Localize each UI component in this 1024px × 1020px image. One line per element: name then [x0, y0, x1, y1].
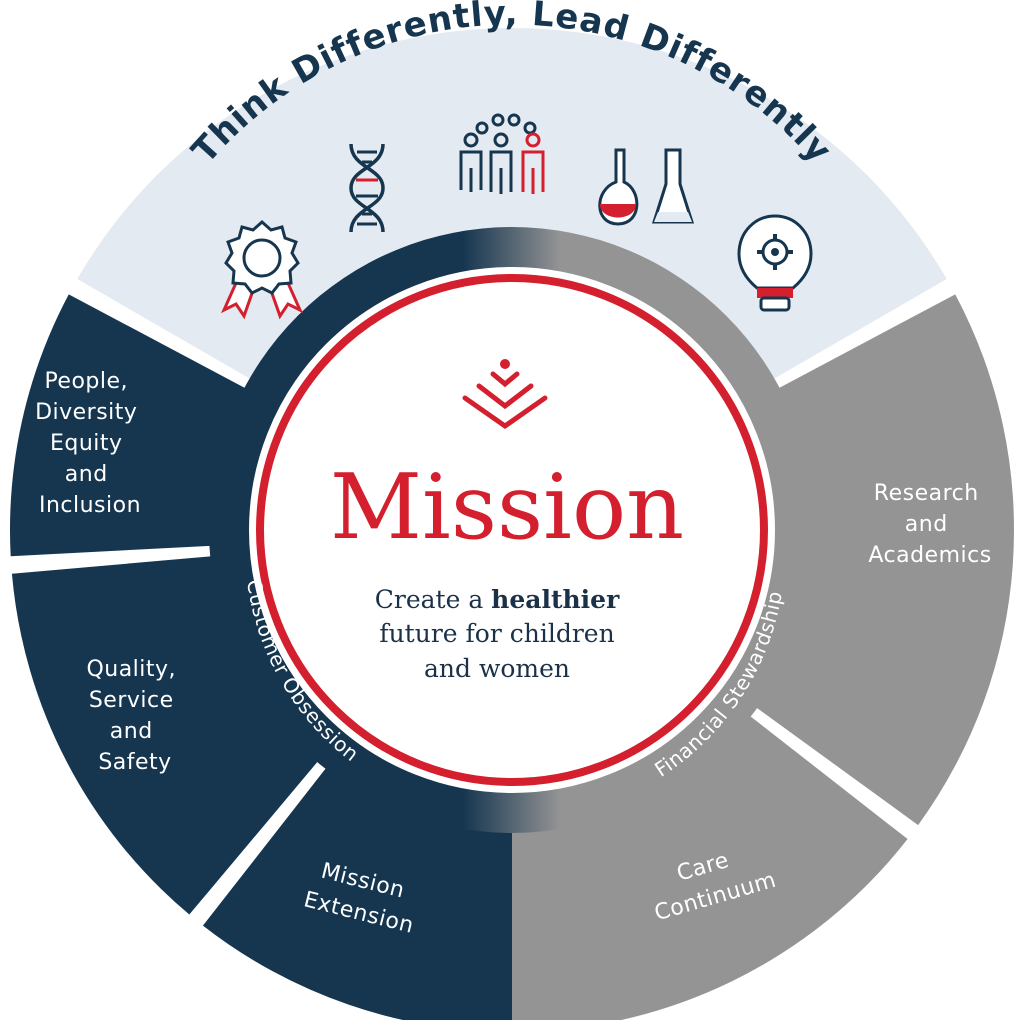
mission-title: Mission	[330, 455, 684, 560]
center-red-border	[256, 274, 768, 786]
lightbulb-gear-icon	[737, 214, 813, 312]
people-diversity-label: People, Diversity Equity and Inclusion	[35, 369, 145, 518]
care-continuum-segment	[512, 714, 908, 1020]
mission-logo-icon	[462, 359, 548, 430]
award-ribbon-icon	[220, 219, 304, 320]
mission-line-1: Create a healthier	[375, 585, 620, 614]
mission-extension-segment	[202, 766, 512, 1020]
center-disc	[249, 267, 775, 793]
lab-flasks-icon	[598, 148, 695, 226]
mission-line-3: and women	[424, 654, 570, 683]
dna-icon	[349, 143, 385, 233]
top-banner-segment	[77, 28, 947, 380]
research-academics-label: Research and Academics	[868, 481, 991, 568]
research-academics-segment	[754, 294, 1014, 826]
people-diversity-segment	[10, 294, 248, 557]
people-group-icon	[459, 113, 545, 194]
quality-service-safety-label: Quality, Service and Safety	[86, 657, 183, 775]
quality-service-safety-segment	[11, 556, 320, 915]
mission-line-2: future for children	[379, 619, 614, 648]
